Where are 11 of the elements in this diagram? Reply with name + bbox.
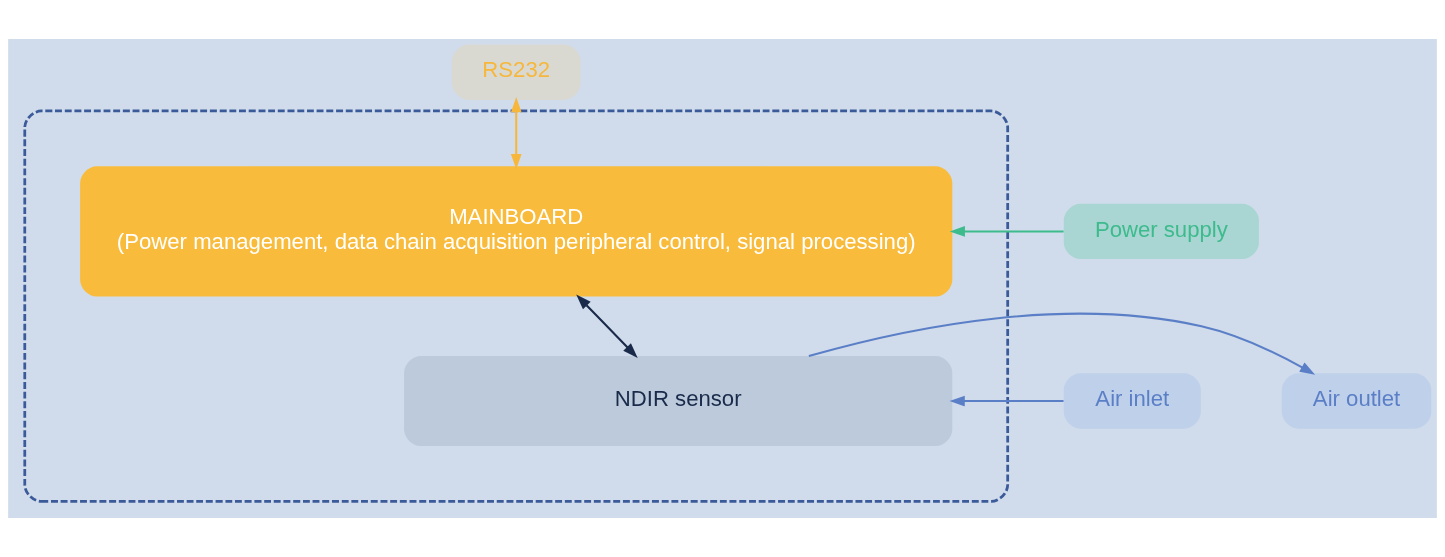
arrow [808, 312, 1316, 375]
arrow [949, 226, 1064, 237]
node-box: RS232 [451, 44, 581, 100]
node-box: Power supply [1063, 203, 1259, 260]
node-box: NDIR sensor [404, 356, 953, 446]
node-box: Air outlet [1281, 373, 1432, 429]
arrow [949, 395, 1064, 407]
node-box: MAINBOARD (Power management, data chain acquisition peripheral control, signal processing) [80, 166, 953, 297]
node-box: Air inlet [1063, 373, 1201, 429]
arrow [510, 97, 522, 170]
arrow [576, 294, 638, 358]
